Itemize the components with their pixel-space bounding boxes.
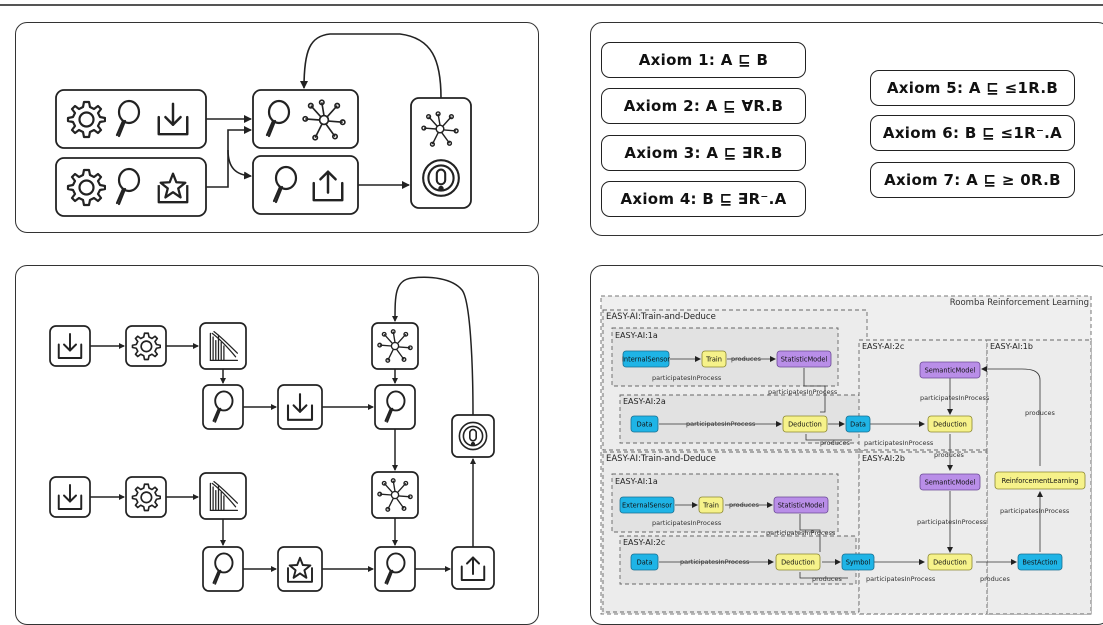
svg-text:EASY-AI:1b: EASY-AI:1b [990, 342, 1033, 351]
svg-text:ExternalSensor: ExternalSensor [622, 502, 672, 510]
svg-text:participatesInProcess: participatesInProcess [652, 519, 722, 527]
svg-text:Deduction: Deduction [788, 421, 822, 429]
svg-text:Deduction: Deduction [933, 421, 967, 429]
svg-text:produces: produces [1025, 409, 1055, 417]
svg-text:produces: produces [820, 439, 850, 447]
svg-text:Train: Train [705, 356, 722, 364]
svg-text:participatesInProcess: participatesInProcess [768, 388, 838, 396]
axiom-5: Axiom 5: A ⊑ ≤1R.B [870, 70, 1075, 106]
svg-text:Deduction: Deduction [933, 559, 967, 567]
svg-text:EASY-AI:2c: EASY-AI:2c [623, 538, 665, 547]
svg-text:ReinforcementLearning: ReinforcementLearning [1002, 477, 1079, 485]
node-internal-sensor: InternalSensor [622, 356, 670, 364]
axiom-6: Axiom 6: B ⊑ ≤1R⁻.A [870, 115, 1075, 151]
svg-text:participatesInProcess: participatesInProcess [680, 558, 750, 566]
svg-text:StatisticModel: StatisticModel [778, 502, 825, 510]
svg-text:produces: produces [812, 575, 842, 583]
svg-text:participatesInProcess: participatesInProcess [864, 439, 934, 447]
svg-text:Data: Data [850, 421, 866, 429]
svg-text:EASY-AI:Train-and-Deduce: EASY-AI:Train-and-Deduce [606, 454, 716, 464]
svg-text:EASY-AI:1a: EASY-AI:1a [615, 331, 658, 340]
axiom-1: Axiom 1: A ⊑ B [601, 42, 806, 78]
outer-title: Roomba Reinforcement Learning [950, 298, 1089, 308]
svg-text:participatesInProcess: participatesInProcess [766, 529, 836, 537]
svg-text:participatesInProcess: participatesInProcess [1000, 507, 1070, 515]
axiom-4: Axiom 4: B ⊑ ∃R⁻.A [601, 181, 806, 217]
svg-text:EASY-AI:2c: EASY-AI:2c [862, 342, 904, 351]
svg-text:Data: Data [637, 559, 653, 567]
top-rule [0, 4, 1103, 6]
svg-text:produces: produces [729, 501, 759, 509]
group-top-title: EASY-AI:Train-and-Deduce [606, 312, 716, 322]
axiom-7: Axiom 7: A ⊑ ≥ 0R.B [870, 162, 1075, 198]
svg-text:Deduction: Deduction [781, 559, 815, 567]
axiom-2: Axiom 2: A ⊑ ∀R.B [601, 88, 806, 124]
svg-text:produces: produces [980, 575, 1010, 583]
svg-text:produces: produces [731, 355, 761, 363]
svg-text:SemanticModel: SemanticModel [925, 367, 976, 375]
pipeline-bottom [49, 276, 495, 592]
svg-text:EASY-AI:2b: EASY-AI:2b [862, 454, 905, 463]
pipeline-top [55, 33, 472, 217]
svg-text:SemanticModel: SemanticModel [925, 479, 976, 487]
svg-text:participatesInProcess: participatesInProcess [866, 575, 936, 583]
svg-text:Data: Data [637, 421, 653, 429]
svg-text:Train: Train [702, 502, 719, 510]
svg-text:produces: produces [934, 451, 964, 459]
svg-text:StatisticModel: StatisticModel [781, 356, 828, 364]
svg-text:participatesInProcess: participatesInProcess [917, 518, 987, 526]
svg-text:Symbol: Symbol [846, 559, 871, 567]
svg-text:EASY-AI:1a: EASY-AI:1a [615, 477, 658, 486]
easy-ai-diagram: Roomba Reinforcement Learning EASY-AI:Tr… [600, 295, 1092, 615]
svg-text:participatesInProcess: participatesInProcess [652, 374, 722, 382]
axiom-3: Axiom 3: A ⊑ ∃R.B [601, 135, 806, 171]
svg-text:EASY-AI:2a: EASY-AI:2a [623, 397, 666, 406]
svg-text:participatesInProcess: participatesInProcess [920, 394, 990, 402]
svg-text:BestAction: BestAction [1022, 559, 1057, 567]
svg-text:participatesInProcess: participatesInProcess [686, 420, 756, 428]
